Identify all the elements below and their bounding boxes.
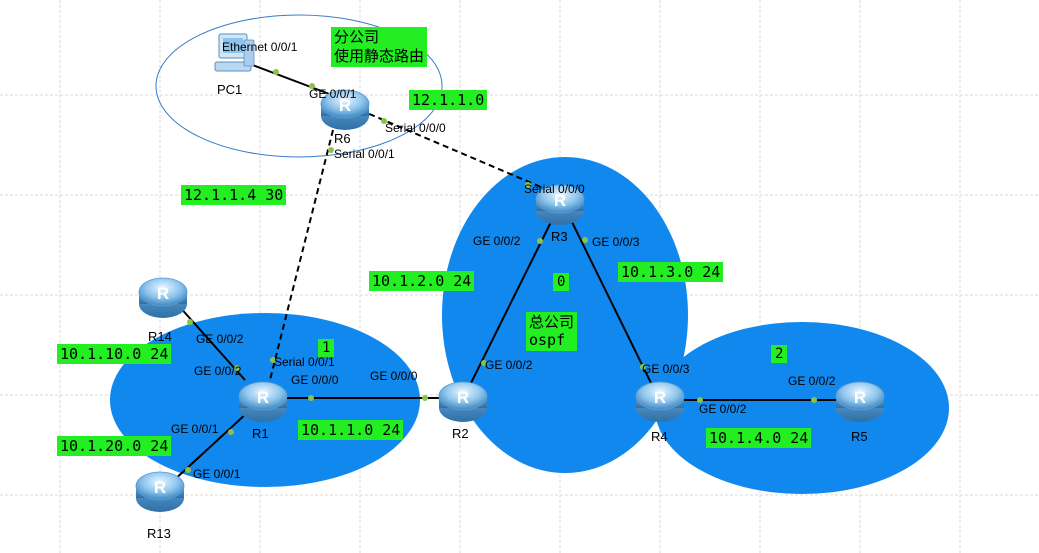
pc1-icon[interactable] bbox=[214, 33, 255, 72]
area1-tag: 1 bbox=[318, 339, 335, 357]
area2-region bbox=[655, 322, 949, 494]
tag-12-1-1-4: 12.1.1.4 30 bbox=[181, 185, 287, 205]
port-dots bbox=[185, 69, 817, 473]
link-r1-r13 bbox=[171, 411, 249, 483]
router-r2[interactable] bbox=[438, 381, 488, 423]
label-pc1: PC1 bbox=[217, 82, 242, 97]
tag-10-1-20-0: 10.1.20.0 24 bbox=[57, 436, 172, 456]
tag-12-1-1-0: 12.1.1.0 bbox=[409, 90, 488, 110]
if-r14-ge002: GE 0/0/2 bbox=[196, 332, 244, 346]
if-r2-ge000: GE 0/0/0 bbox=[370, 369, 418, 383]
label-r6: R6 bbox=[334, 131, 351, 146]
if-r1-s001: Serial 0/0/1 bbox=[274, 355, 335, 369]
if-r3-s000: Serial 0/0/0 bbox=[524, 182, 585, 196]
if-r4-ge002: GE 0/0/2 bbox=[699, 402, 747, 416]
if-r5-ge002: GE 0/0/2 bbox=[788, 374, 836, 388]
label-r14: R14 bbox=[148, 329, 172, 344]
if-r13-ge001: GE 0/0/1 bbox=[193, 467, 241, 481]
label-r1: R1 bbox=[252, 426, 269, 441]
label-r2: R2 bbox=[452, 426, 469, 441]
branch-note-line2: 使用静态路由 bbox=[334, 47, 425, 65]
link-r6-r1 bbox=[269, 129, 334, 381]
if-r2-ge002: GE 0/0/2 bbox=[485, 358, 533, 372]
if-r1-ge000: GE 0/0/0 bbox=[291, 373, 339, 387]
link-r14-r1 bbox=[177, 304, 246, 381]
hq-note-line2: ospf bbox=[529, 331, 566, 349]
router-r5[interactable] bbox=[835, 381, 885, 423]
tag-10-1-2-0: 10.1.2.0 24 bbox=[369, 271, 475, 291]
if-r1-ge002: GE 0/0/2 bbox=[194, 364, 242, 378]
branch-note: 分公司使用静态路由 bbox=[331, 27, 428, 67]
router-r13[interactable] bbox=[135, 471, 185, 513]
area2-tag: 2 bbox=[771, 345, 788, 363]
branch-note-line1: 分公司 bbox=[334, 28, 380, 46]
label-r13: R13 bbox=[147, 526, 171, 541]
link-r3-r4 bbox=[569, 217, 653, 386]
if-r6-s000: Serial 0/0/0 bbox=[385, 121, 446, 135]
if-pc1-eth: Ethernet 0/0/1 bbox=[222, 40, 298, 54]
tag-10-1-10-0: 10.1.10.0 24 bbox=[57, 344, 172, 364]
hq-note-line1: 总公司 bbox=[529, 313, 575, 331]
router-r4[interactable] bbox=[635, 381, 685, 423]
if-r4-ge003: GE 0/0/3 bbox=[642, 362, 690, 376]
if-r3-ge003: GE 0/0/3 bbox=[592, 235, 640, 249]
branch-office-ring bbox=[155, 14, 443, 158]
if-r1-ge001: GE 0/0/1 bbox=[171, 422, 219, 436]
link-r3-r2 bbox=[469, 217, 554, 386]
label-r3: R3 bbox=[551, 229, 568, 244]
if-r6-s001: Serial 0/0/1 bbox=[334, 147, 395, 161]
tag-10-1-3-0: 10.1.3.0 24 bbox=[618, 262, 724, 282]
area0-tag: 0 bbox=[553, 273, 570, 291]
label-r5: R5 bbox=[851, 429, 868, 444]
link-r6-r3 bbox=[359, 109, 549, 191]
router-r14[interactable] bbox=[138, 277, 188, 319]
tag-10-1-1-0: 10.1.1.0 24 bbox=[298, 420, 404, 440]
label-r4: R4 bbox=[651, 429, 668, 444]
tag-10-1-4-0: 10.1.4.0 24 bbox=[706, 428, 812, 448]
if-r6-ge001: GE 0/0/1 bbox=[309, 87, 357, 101]
router-r1[interactable] bbox=[238, 381, 288, 423]
if-r3-ge002: GE 0/0/2 bbox=[473, 234, 521, 248]
link-pc1-r6 bbox=[249, 63, 341, 99]
